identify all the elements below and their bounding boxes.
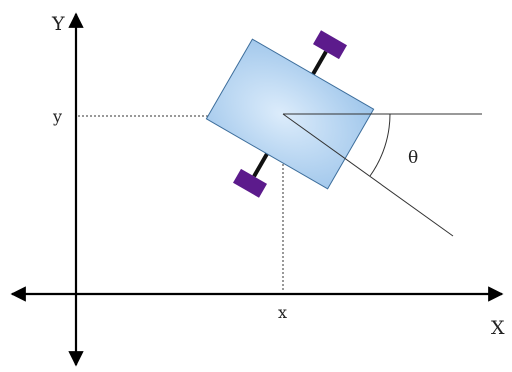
x-coordinate-label: x <box>278 303 287 322</box>
heading-line <box>282 113 454 237</box>
theta-arc <box>369 113 391 177</box>
robot-wheel-top <box>313 30 347 60</box>
y-axis-label: Y <box>51 13 65 35</box>
y-coordinate-label: y <box>52 107 62 126</box>
x-axis-label: X <box>491 317 505 339</box>
robot-wheel-bottom <box>233 168 267 198</box>
theta-label: θ <box>408 148 418 168</box>
